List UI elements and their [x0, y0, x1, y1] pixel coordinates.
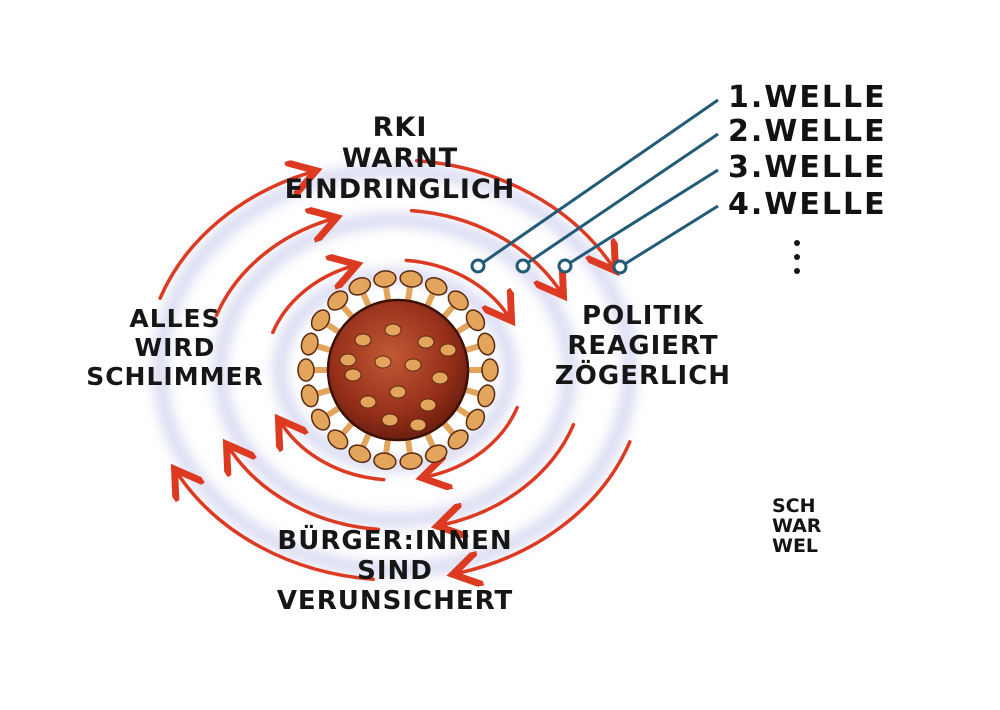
virus-spot	[385, 324, 401, 336]
virus-spot	[418, 336, 434, 348]
virus-spot	[340, 354, 356, 366]
virus-spot	[405, 359, 421, 371]
virus-spike-head	[299, 331, 321, 357]
wave-label-1: 1.WELLE	[728, 80, 887, 115]
virus-spot	[345, 369, 361, 381]
virus-spot	[390, 386, 406, 398]
virus-spot	[432, 372, 448, 384]
virus-spot	[360, 396, 376, 408]
virus-spot	[440, 344, 456, 356]
virus-spot	[382, 414, 398, 426]
wave-label-2: 2.WELLE	[728, 114, 887, 149]
wave-node-2	[517, 260, 529, 272]
virus-spot	[355, 334, 371, 346]
wave-node-1	[472, 260, 484, 272]
wave-node-4	[614, 261, 626, 273]
virus-spike-head	[476, 331, 498, 357]
wave-node-3	[559, 260, 571, 272]
virus-spot	[375, 356, 391, 368]
wave-line-4	[620, 206, 718, 267]
virus-spike-head	[476, 383, 498, 409]
wave-label-3: 3.WELLE	[728, 150, 887, 185]
ellipsis-icon	[790, 240, 804, 280]
virus-spot	[410, 419, 426, 431]
wave-label-4: 4.WELLE	[728, 187, 887, 222]
virus-spike-head	[299, 383, 321, 409]
virus-spike-head	[298, 359, 314, 381]
wave-line-2	[523, 134, 718, 266]
virus-spot	[420, 399, 436, 411]
virus-spike-head	[482, 359, 498, 381]
